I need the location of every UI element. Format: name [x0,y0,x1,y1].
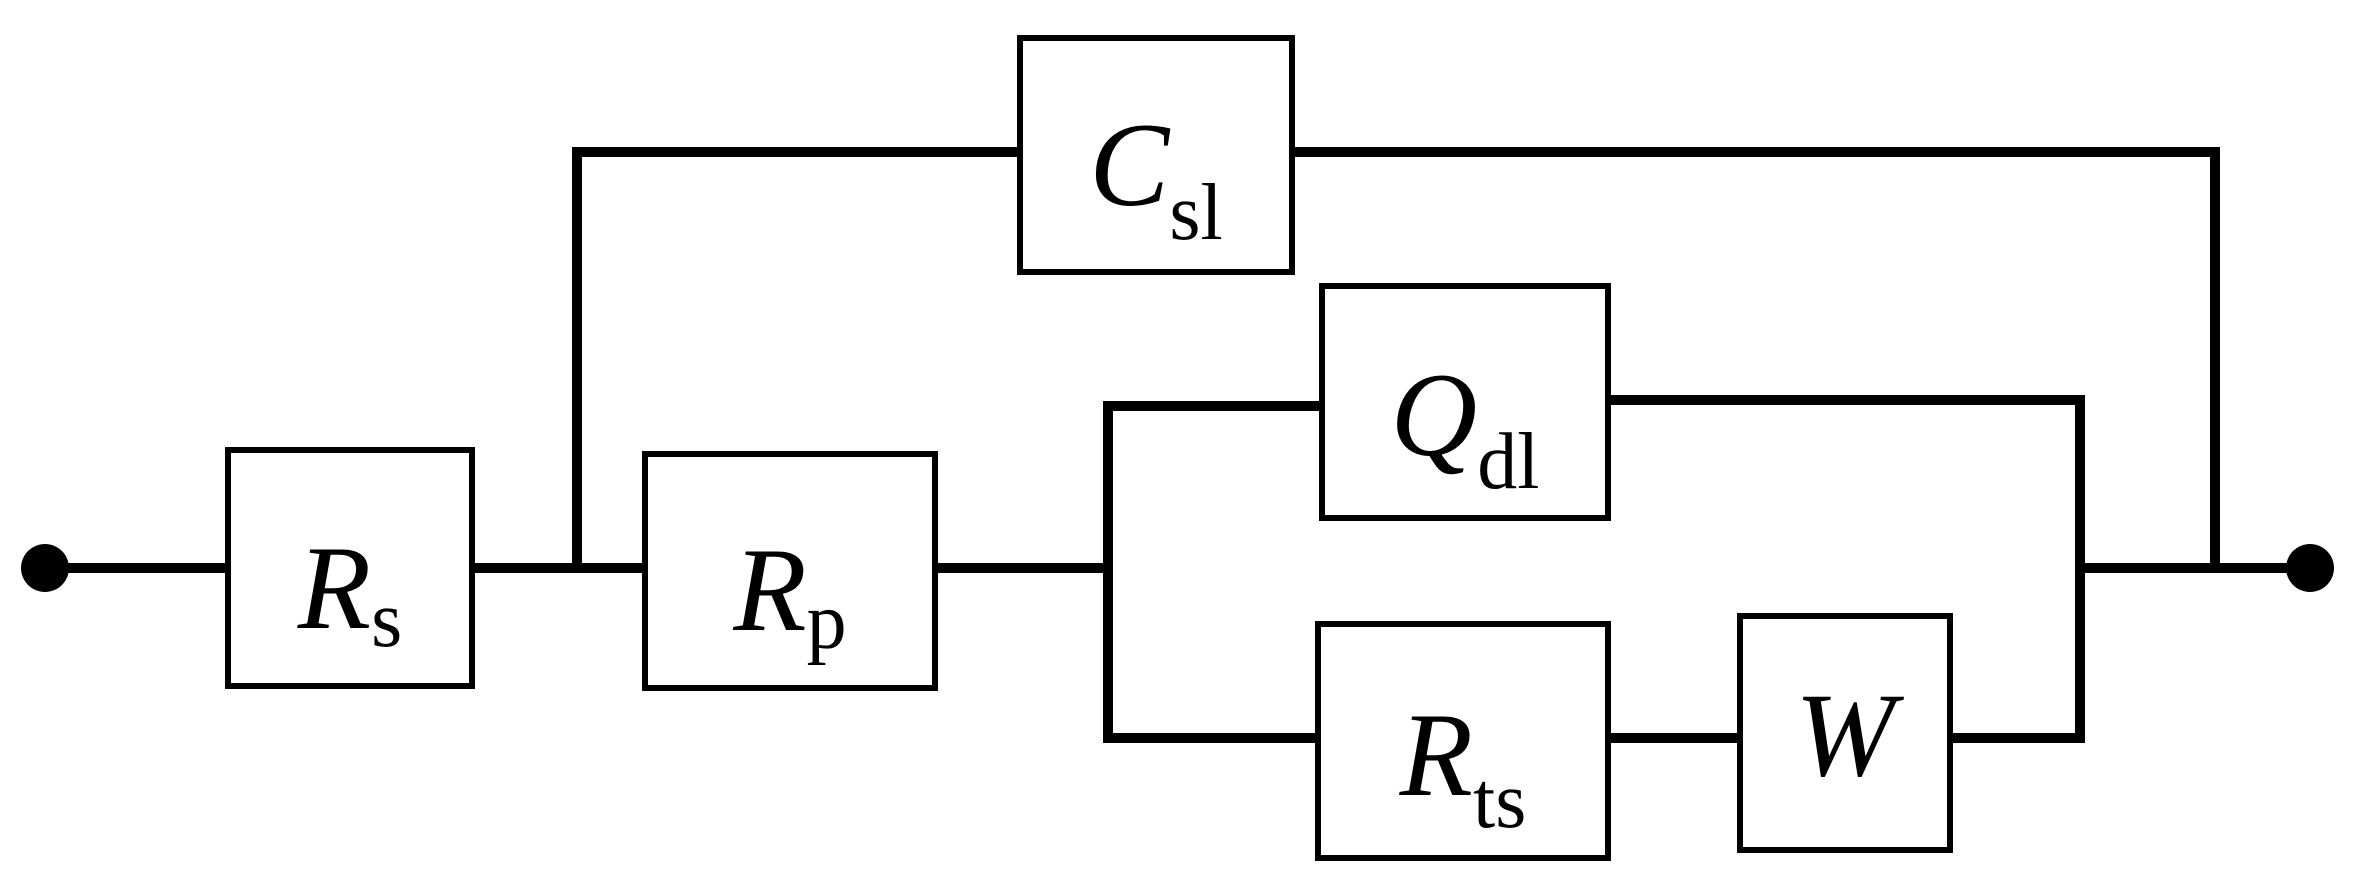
cpe-qdl-symbol: Q [1391,348,1478,481]
capacitor-csl: Csl [1017,35,1295,275]
resistor-rs: Rs [225,447,475,689]
cpe-qdl: Qdl [1319,283,1611,521]
resistor-rs-symbol: R [297,521,371,654]
capacitor-csl-subscript: sl [1169,169,1222,257]
resistor-rp: Rp [642,451,938,691]
warburg-w-symbol: W [1795,668,1905,801]
resistor-rp-label: Rp [732,523,846,666]
resistor-rp-symbol: R [732,523,806,656]
warburg-w: W [1737,613,1953,853]
resistor-rs-subscript: s [371,576,402,664]
wire-csl-to-output-node [1287,147,2220,573]
warburg-w-label: W [1795,668,1905,801]
output-terminal [2286,544,2334,592]
capacitor-csl-label: Csl [1089,98,1222,257]
resistor-rts-label: Rts [1399,688,1527,845]
resistor-rts-subscript: ts [1473,757,1526,845]
cpe-qdl-subscript: dl [1477,418,1539,506]
wires [40,147,2315,743]
resistor-rp-subscript: p [807,578,847,666]
resistor-rs-label: Rs [297,521,402,664]
wire-node-a-to-top-rail [572,147,1025,573]
capacitor-csl-symbol: C [1089,98,1171,231]
resistor-rts: Rts [1315,621,1611,861]
resistor-rts-symbol: R [1399,688,1473,821]
cpe-qdl-label: Qdl [1391,348,1540,506]
input-terminal [21,544,69,592]
